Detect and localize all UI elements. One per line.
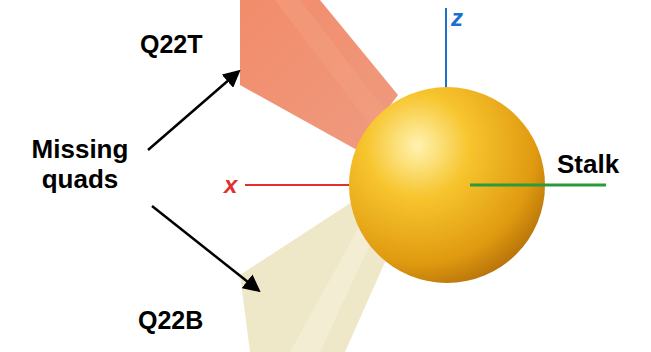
z-axis	[445, 8, 447, 90]
callout-note: Missing quads	[6, 135, 154, 195]
part-name: Stalk	[557, 150, 619, 180]
stalk-line	[470, 184, 606, 187]
leader-arrow	[148, 72, 238, 150]
x-axis	[245, 184, 352, 186]
leader-arrow	[152, 206, 258, 290]
axis-label: x	[224, 171, 237, 199]
part-name: Q22B	[138, 306, 203, 335]
beam-highlight	[275, 0, 385, 125]
axis-label: z	[451, 4, 463, 32]
part-name: Q22T	[140, 30, 203, 59]
beam-highlight	[290, 225, 372, 352]
